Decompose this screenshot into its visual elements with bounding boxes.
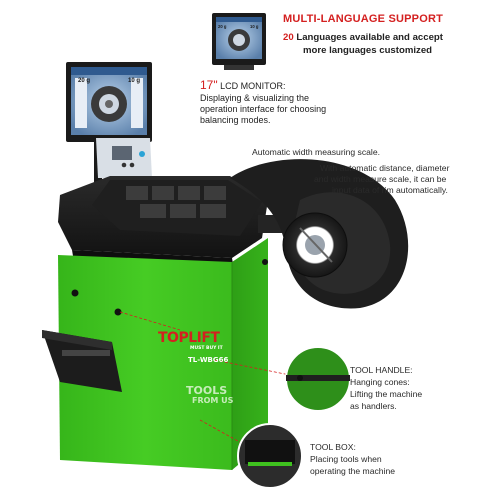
tool-handle-desc-1: Hanging cones: xyxy=(350,377,410,387)
width-scale-desc-2: and width measure scale, it can be xyxy=(314,174,447,184)
tool-box-title: TOOL BOX: xyxy=(310,442,356,452)
tool-box-graphic xyxy=(42,330,122,392)
monitor-desc-1: Displaying & visualizing the xyxy=(200,93,310,103)
handle-peg-left xyxy=(71,289,79,297)
wheel-assembly xyxy=(230,159,409,309)
language-custom-line: more languages customized xyxy=(303,45,433,56)
language-count-suffix: Languages available and accept xyxy=(293,32,443,43)
width-scale-title: Automatic width measuring scale. xyxy=(252,147,381,157)
screen-right-value: 10 g xyxy=(128,78,141,84)
tool-box-desc-2: operating the machine xyxy=(310,466,396,476)
tool-handle-desc-3: as handlers. xyxy=(350,401,397,411)
multi-language-heading: MULTI-LANGUAGE SUPPORT xyxy=(283,13,444,25)
zoom-handle-detail xyxy=(285,346,351,412)
width-scale-desc-1: With automatic distance, diameter xyxy=(320,163,450,173)
brand-tagline: MUST BUY IT xyxy=(190,346,223,351)
brand-logo: TOPLIFT xyxy=(158,330,220,346)
tool-box-desc-1: Placing tools when xyxy=(310,454,382,464)
small-monitor xyxy=(212,13,266,70)
callout-line-handle-2 xyxy=(214,359,291,376)
monitor-desc-3: balancing modes. xyxy=(200,115,271,125)
handle-peg-center xyxy=(114,308,122,316)
lcd-monitor xyxy=(66,62,152,142)
monitor-label: LCD MONITOR: xyxy=(217,81,286,91)
monitor-heading: 17" LCD MONITOR: xyxy=(200,78,286,92)
monitor-size: 17" xyxy=(200,78,218,92)
tool-handle-title: TOOL HANDLE: xyxy=(350,365,413,375)
language-count-line: 20 Languages available and accept xyxy=(283,32,443,44)
tool-handle-desc-2: Lifting the machine xyxy=(350,389,423,399)
callout-line-toolbox xyxy=(199,419,246,446)
language-count: 20 xyxy=(283,32,294,43)
top-tray xyxy=(58,176,268,270)
control-panel xyxy=(96,138,152,178)
model-number: TL-WBG66 xyxy=(188,356,229,364)
screen-left-value: 20 g xyxy=(78,78,91,84)
monitor-desc-2: operation interface for choosing xyxy=(200,104,327,114)
zoom-toolbox-detail xyxy=(237,423,303,489)
machine-cabinet xyxy=(58,238,268,470)
handle-peg-right xyxy=(262,259,268,265)
width-scale-desc-3: input data of rim automatically. xyxy=(332,185,448,195)
callout-line-handle xyxy=(119,311,181,331)
small-screen-left-value: 20 g xyxy=(218,24,227,29)
small-screen-right-value: 10 g xyxy=(250,24,259,29)
watermark-line-2: FROM US xyxy=(192,396,234,405)
watermark-line-1: TOOLS xyxy=(186,384,228,397)
